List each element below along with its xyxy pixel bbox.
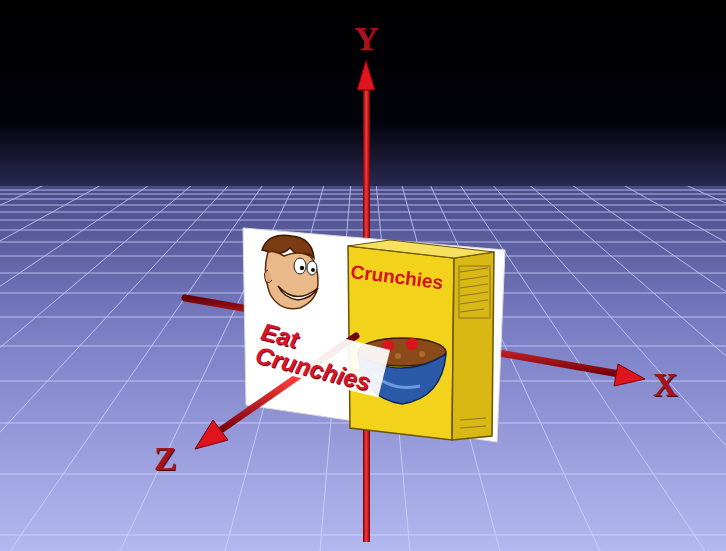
axis-label: X xyxy=(653,368,678,402)
billboard xyxy=(243,228,505,442)
floor-grid xyxy=(0,186,726,551)
axes xyxy=(185,60,645,542)
axis-label: Z xyxy=(154,442,177,476)
axis-label: Y xyxy=(354,22,379,56)
